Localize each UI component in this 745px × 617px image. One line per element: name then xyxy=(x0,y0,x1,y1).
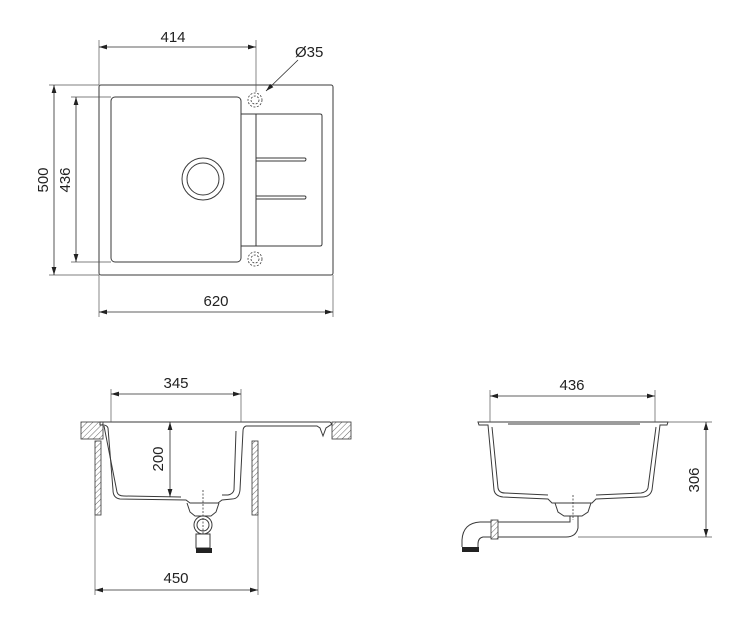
dim-436-label: 436 xyxy=(57,167,74,192)
top-view: 414 Ø35 500 436 620 xyxy=(35,29,334,317)
cabinet-wall-right xyxy=(251,440,259,516)
dim-620-label: 620 xyxy=(203,293,228,310)
front-view: 345 200 450 xyxy=(80,375,352,595)
drain-inner xyxy=(186,162,220,196)
bowl-profile xyxy=(477,421,669,504)
dim-306-label: 306 xyxy=(686,467,703,492)
dim-414-label: 414 xyxy=(160,29,185,46)
bowl-outline xyxy=(110,96,242,263)
cabinet-wall-left xyxy=(94,440,102,516)
countertop-right xyxy=(331,421,352,440)
drainer-rib xyxy=(256,157,307,162)
sink-outline xyxy=(98,84,334,276)
dim-436-side-label: 436 xyxy=(559,377,584,394)
trap-outlet xyxy=(196,548,212,553)
drainer-rib xyxy=(256,195,307,200)
waste-pipe xyxy=(498,516,579,538)
dim-diameter-label: Ø35 xyxy=(295,44,323,61)
dim-450-label: 450 xyxy=(163,570,188,587)
bowl-profile xyxy=(99,421,333,504)
drainer-area xyxy=(241,113,323,247)
dim-200-label: 200 xyxy=(150,446,167,471)
leader-line xyxy=(265,59,299,92)
pipe-nut xyxy=(490,519,499,540)
side-view: 436 306 xyxy=(461,377,712,552)
dim-500-label: 500 xyxy=(35,167,52,192)
pipe-outlet xyxy=(462,547,479,552)
dim-345-label: 345 xyxy=(163,375,188,392)
tap-hole-icon xyxy=(247,92,263,108)
tap-hole-icon xyxy=(247,251,263,267)
drain-outer xyxy=(181,157,225,201)
countertop-left xyxy=(80,421,104,440)
